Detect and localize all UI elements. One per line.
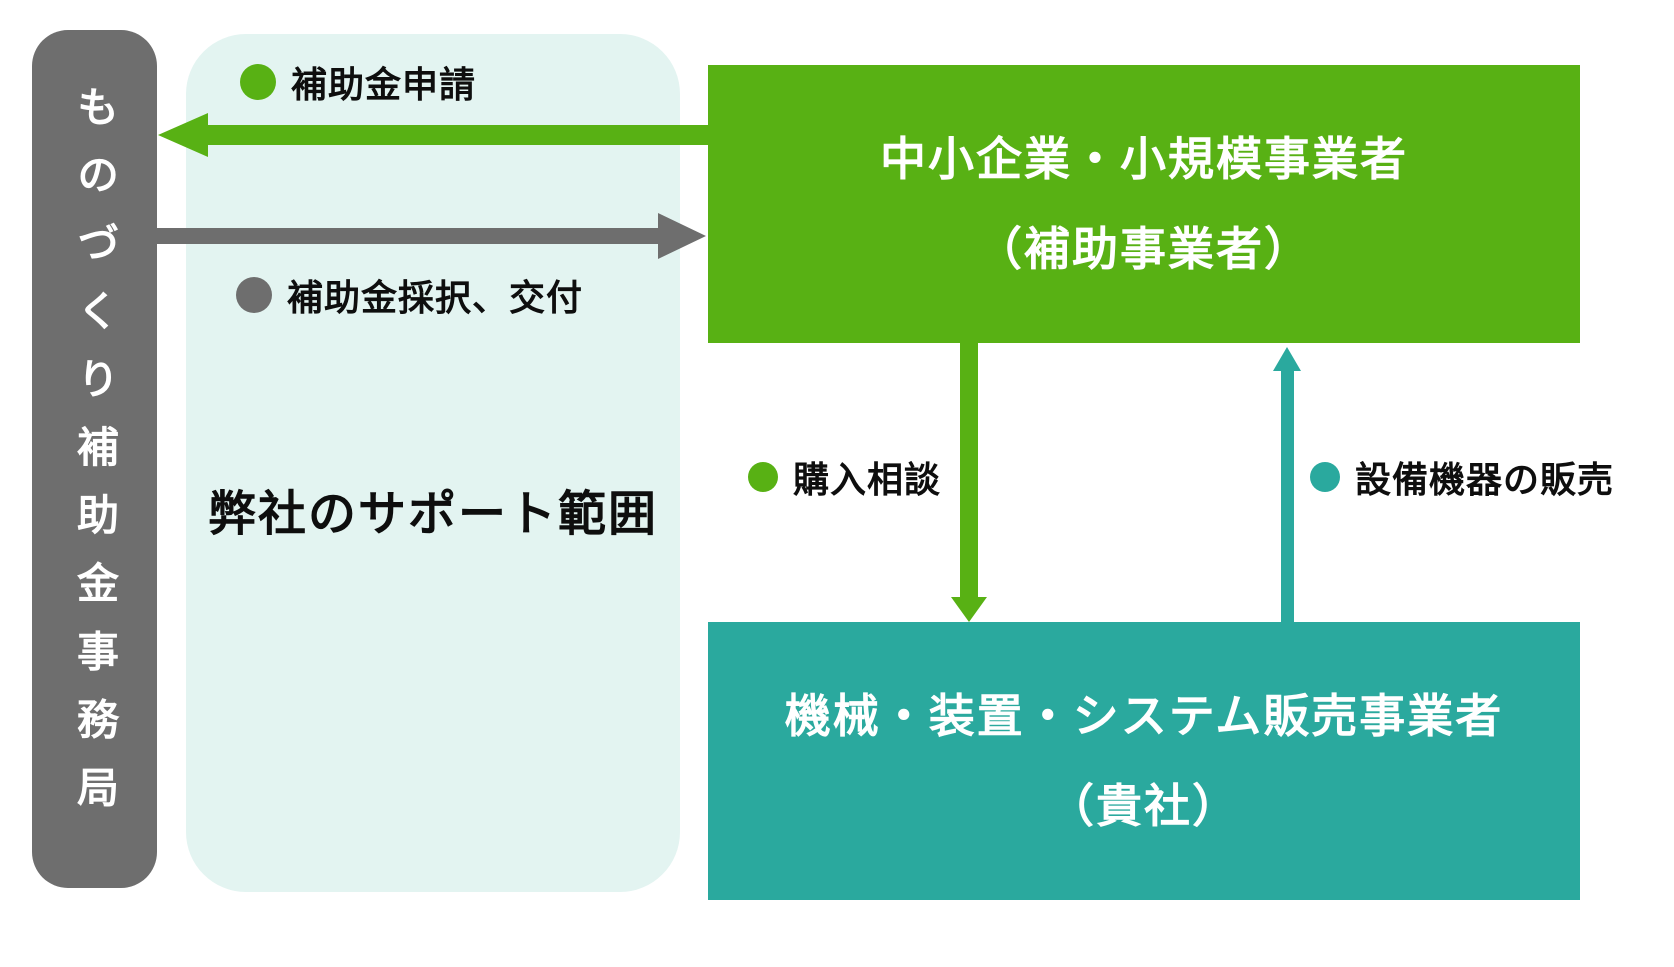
support-scope-label: 弊社のサポート範囲 <box>207 488 658 541</box>
sme-box-subtitle: （補助事業者） <box>976 223 1312 275</box>
consultation-arrow-shaft <box>960 343 978 599</box>
sme-box-title: 中小企業・小規模事業者 <box>880 133 1408 185</box>
vendor-box-subtitle: （貴社） <box>1048 780 1240 832</box>
application-arrow-shaft <box>205 125 708 145</box>
application-arrow-head-icon <box>158 113 208 157</box>
sales-arrow-shaft <box>1281 369 1294 622</box>
subsidy-office-bar: ものづくり補助金事務局 <box>32 30 157 888</box>
vendor-box-title: 機械・装置・システム販売事業者 <box>784 690 1504 742</box>
grant-arrow-head-icon <box>658 213 706 259</box>
sales-label-group: 設備機器の販売 <box>1310 453 1614 501</box>
grant-arrow-shaft <box>157 228 661 244</box>
subsidy-office-label: ものづくり補助金事務局 <box>71 84 119 834</box>
sales-arrow-head-icon <box>1273 347 1301 371</box>
consultation-label: 購入相談 <box>793 459 942 500</box>
support-scope-panel <box>186 34 680 892</box>
sales-label: 設備機器の販売 <box>1355 459 1615 500</box>
green-bullet-icon <box>240 64 276 100</box>
application-label: 補助金申請 <box>291 64 477 105</box>
grant-label: 補助金採択、交付 <box>287 277 584 318</box>
application-label-group: 補助金申請 <box>240 58 476 106</box>
sme-box: 中小企業・小規模事業者 （補助事業者） <box>708 65 1580 343</box>
green-bullet-icon <box>748 462 778 492</box>
consultation-arrow-head-icon <box>951 597 987 622</box>
gray-bullet-icon <box>236 277 272 313</box>
vendor-box: 機械・装置・システム販売事業者 （貴社） <box>708 622 1580 900</box>
consultation-label-group: 購入相談 <box>748 453 941 501</box>
teal-bullet-icon <box>1310 462 1340 492</box>
grant-label-group: 補助金採択、交付 <box>236 271 583 319</box>
